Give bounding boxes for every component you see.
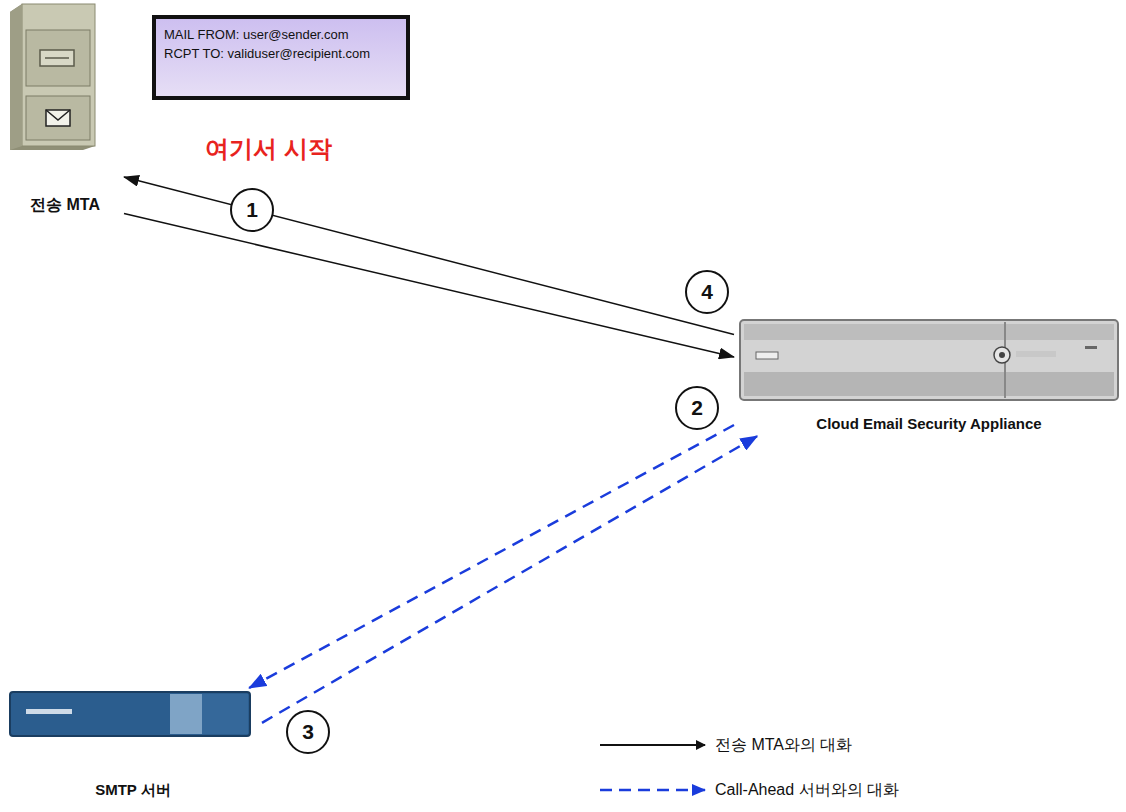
mta-cabinet-icon [10,4,95,150]
call-ahead-arrow [249,425,734,688]
legend-text: Call-Ahead 서버와의 대화 [715,780,899,801]
smtp-arrow [124,177,734,335]
node-label: SMTP 서버 [4,781,262,800]
smtp-arrow [124,214,734,357]
legend-samples [600,745,705,790]
start-note: 여기서 시작 [205,133,332,165]
callout-number: 2 [675,386,719,430]
legend-solid-line [600,744,705,746]
envelope-line: RCPT TO: validuser@recipient.com [164,44,398,63]
message-box: MAIL FROM: user@sender.comRCPT TO: valid… [152,15,410,100]
legend-dashed-line [600,789,705,792]
node-label: Cloud Email Security Appliance [734,415,1124,432]
smtp-server-node: SMTP 서버 [4,688,262,804]
mta-node: 전송 MTA [6,5,124,220]
call-ahead-arrow [262,436,757,723]
legend-text: 전송 MTA와의 대화 [715,735,852,756]
appliance-icon [740,320,1118,400]
smtp-server-icon [10,692,250,736]
node-label: 전송 MTA [6,195,124,216]
appliance-node: Cloud Email Security Appliance [734,318,1124,436]
callout-number: 4 [685,270,729,314]
callout-number: 3 [286,710,330,754]
callout-number: 1 [230,188,274,232]
envelope-line: MAIL FROM: user@sender.com [164,25,398,44]
